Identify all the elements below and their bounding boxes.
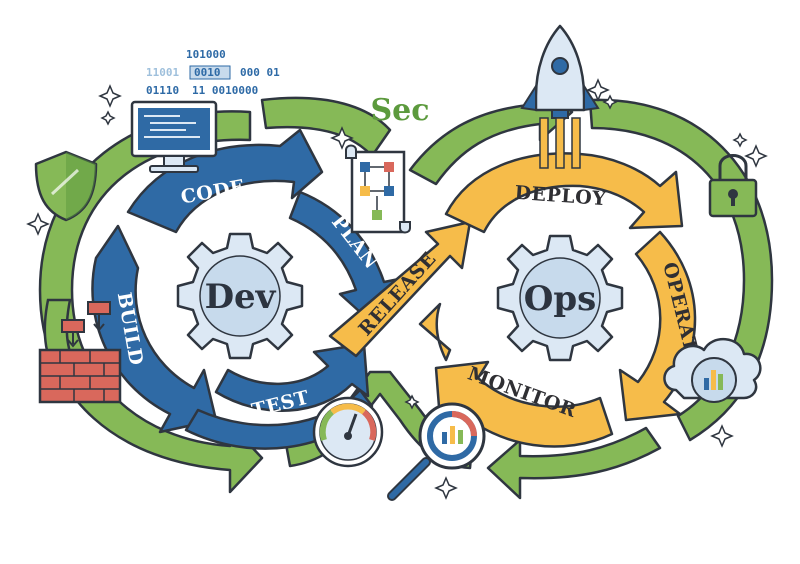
dev-gear-icon: Dev (176, 232, 304, 360)
sec-arc-bottom-right (486, 426, 662, 500)
flowchart-document-icon (345, 144, 411, 234)
padlock-icon (708, 154, 758, 218)
computer-monitor-icon (130, 100, 218, 173)
sec-arc-top-left (260, 96, 392, 158)
cloud-gear-icon (663, 337, 762, 403)
svg-text:000 01: 000 01 (240, 66, 280, 79)
svg-text:0010: 0010 (194, 66, 221, 79)
svg-text:11 0010000: 11 0010000 (192, 84, 258, 97)
magnifier-chart-icon (387, 402, 486, 501)
gauge-icon (312, 396, 384, 468)
binary-code-icon: 101000 11001 0010 000 01 01110 11 001000… (146, 48, 280, 97)
sec-arc-top (408, 84, 574, 186)
dev-ring: CODE PLAN BUILD TEST (91, 128, 406, 450)
svg-text:11001: 11001 (146, 66, 179, 79)
shield-icon (34, 150, 98, 222)
ops-segment-deploy (444, 152, 684, 234)
dev-hub-label: Dev (205, 277, 277, 317)
svg-text:101000: 101000 (186, 48, 226, 61)
ops-gear-icon: Ops (496, 234, 624, 362)
svg-text:01110: 01110 (146, 84, 179, 97)
brick-wall-icon (38, 301, 122, 404)
ops-hub-label: Ops (524, 279, 597, 319)
rocket-icon (520, 24, 600, 169)
sparkle-icon (26, 78, 768, 500)
sec-label: Sec (370, 93, 429, 128)
